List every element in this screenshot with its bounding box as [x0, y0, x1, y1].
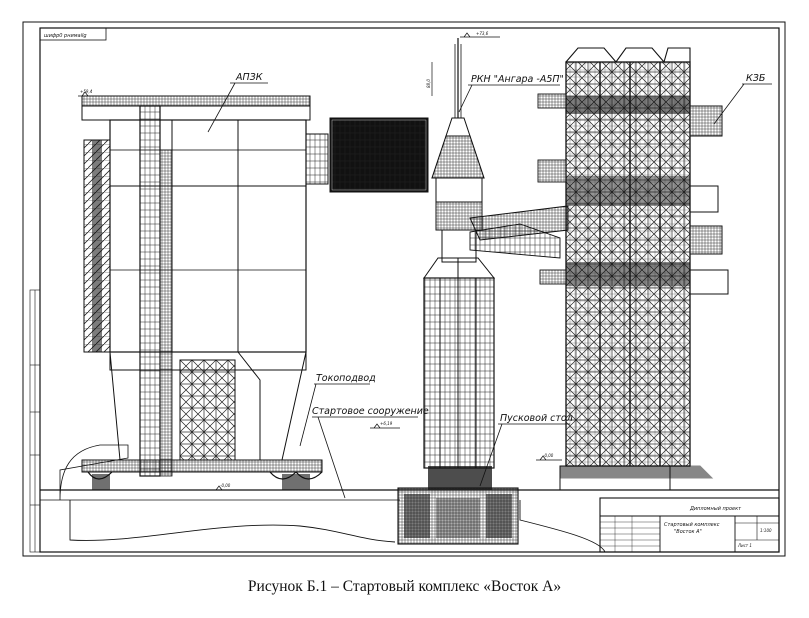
label-apzk-text: АПЗК — [235, 72, 264, 83]
elev-ground-left: -0,00 — [220, 483, 231, 488]
label-launch-structure-text: Стартовое сооружение — [312, 406, 429, 417]
label-apzk: АПЗК — [207, 72, 268, 133]
elev-tower-top-left: +59,4 — [80, 89, 93, 94]
corner-stamp-text: шифр0 рнимаilg — [44, 33, 87, 39]
label-rocket-text: РКН "Ангара -А5П" — [471, 74, 564, 85]
elevation-marks — [78, 32, 562, 491]
elev-rocket-top: +73,6 — [476, 31, 489, 36]
title-block-name-2: "Восток А" — [674, 529, 702, 535]
label-kzb-text: КЗБ — [746, 73, 766, 84]
service-arm — [469, 205, 569, 259]
label-launch-table-text: Пусковой стол — [500, 413, 573, 424]
title-block-sheet: Лист 1 — [737, 543, 752, 548]
label-current-lead-text: Токоподвод — [316, 373, 376, 384]
elev-ground-right: -0,00 — [543, 453, 554, 458]
label-launch-structure: Стартовое сооружение — [312, 406, 429, 499]
left-margin-strips — [29, 289, 41, 553]
title-block-project: Дипломный проект — [689, 506, 742, 512]
arm-block — [305, 117, 429, 193]
label-launch-table: Пусковой стол — [479, 413, 573, 487]
label-current-lead: Токоподвод — [299, 373, 376, 447]
apzk-tower — [81, 95, 323, 490]
title-block — [599, 497, 780, 553]
title-block-name-1: Стартовый комплекс — [664, 522, 720, 528]
label-kzb: КЗБ — [713, 73, 772, 125]
elev-structure: +6,19 — [380, 421, 393, 426]
sheet-border-outer — [22, 21, 786, 557]
elev-rocket-dim: 88,0 — [426, 79, 431, 88]
title-block-scale: 1:100 — [760, 528, 772, 533]
figure-caption: Рисунок Б.1 – Стартовый комплекс «Восток… — [247, 578, 562, 595]
label-rocket: РКН "Ангара -А5П" — [458, 74, 564, 113]
rocket — [397, 38, 519, 545]
corner-stamp: шифр0 рнимаilg — [39, 27, 107, 41]
